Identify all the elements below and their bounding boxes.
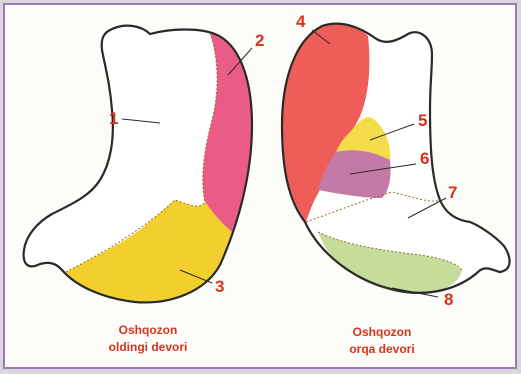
caption-anterior-wall: Oshqozon oldingi devori bbox=[68, 322, 228, 356]
caption-posterior-line1: Oshqozon bbox=[302, 324, 462, 341]
label-7: 7 bbox=[448, 184, 457, 201]
label-5: 5 bbox=[418, 112, 427, 129]
anterior-stomach bbox=[24, 26, 252, 303]
label-3: 3 bbox=[215, 278, 224, 295]
caption-anterior-line2: oldingi devori bbox=[68, 339, 228, 356]
posterior-stomach bbox=[282, 24, 510, 297]
label-1: 1 bbox=[109, 110, 118, 127]
caption-anterior-line1: Oshqozon bbox=[68, 322, 228, 339]
caption-posterior-wall: Oshqozon orqa devori bbox=[302, 324, 462, 358]
label-2: 2 bbox=[255, 32, 264, 49]
label-6: 6 bbox=[420, 150, 429, 167]
label-8: 8 bbox=[444, 291, 453, 308]
label-4: 4 bbox=[296, 13, 305, 30]
caption-posterior-line2: orqa devori bbox=[302, 341, 462, 358]
